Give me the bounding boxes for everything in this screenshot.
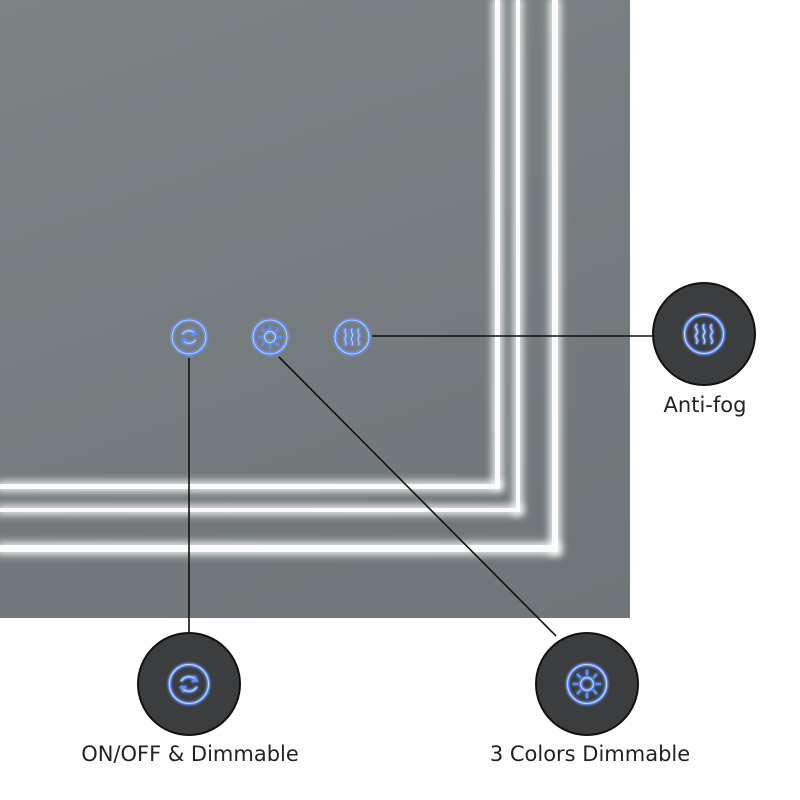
antifog-callout <box>652 282 756 386</box>
led-strip-middle-horizontal <box>0 508 520 512</box>
color-touch-button[interactable] <box>250 317 290 357</box>
led-strip-outer-horizontal <box>0 545 558 552</box>
heat-waves-icon <box>333 318 371 356</box>
color-callout <box>535 632 639 736</box>
connector-color <box>278 356 557 637</box>
heat-waves-icon <box>683 313 725 355</box>
power-dimmer-icon <box>170 318 208 356</box>
antifog-touch-button[interactable] <box>332 317 372 357</box>
sun-color-icon <box>251 318 289 356</box>
led-strip-middle-vertical <box>516 0 520 512</box>
led-strip-inner-vertical <box>495 0 500 486</box>
led-strip-outer-vertical <box>552 0 558 552</box>
sun-color-icon <box>566 663 608 705</box>
power-dimmer-icon <box>168 663 210 705</box>
antifog-label: Anti-fog <box>663 393 747 417</box>
power-callout <box>137 632 241 736</box>
mirror-panel <box>0 0 630 618</box>
led-strip-inner-horizontal <box>0 484 500 489</box>
power-label: ON/OFF & Dimmable <box>81 742 299 766</box>
color-label: 3 Colors Dimmable <box>489 742 691 766</box>
power-touch-button[interactable] <box>169 317 209 357</box>
